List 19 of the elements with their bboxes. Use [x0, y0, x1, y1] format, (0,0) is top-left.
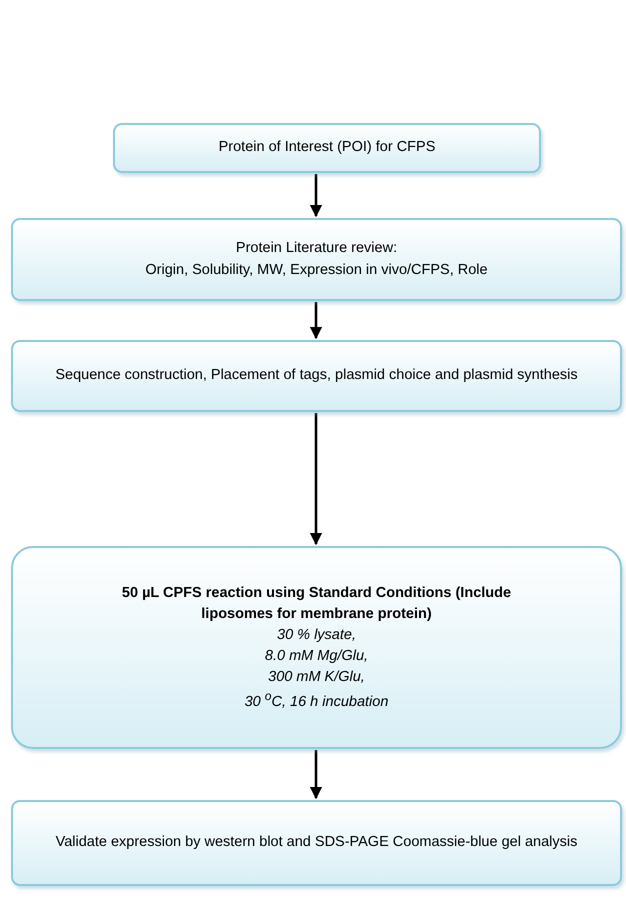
arrow: [310, 174, 322, 218]
condition-text: 8.0 mM Mg/Glu,: [264, 646, 368, 666]
arrow: [310, 750, 322, 800]
arrow: [310, 302, 322, 340]
step-heading: 50 µL CPFS reaction using Standard Conditions (Include liposomes for membrane protein): [120, 584, 512, 624]
arrow: [310, 413, 322, 546]
condition-text: 30 $^{o}$C, 16 h incubation: [244, 688, 388, 712]
process-box: [11, 800, 622, 886]
step-text: Validate expression by western blot and SDS-PAGE Coomassie-blue gel analysis: [56, 833, 578, 852]
condition-text: 30 % lysate,: [277, 626, 356, 645]
process-box: [11, 218, 622, 301]
step-text: Sequence construction, Placement of tags, plasmid choice and plasmid synthesis: [55, 366, 578, 386]
step-text: Origin, Solubility, MW, Expression in vivo/CFPS, Role: [145, 260, 488, 280]
condition-text: 300 mM K/Glu,: [268, 668, 365, 687]
process-box: [113, 123, 541, 173]
process-box: [11, 546, 622, 749]
step-text: Protein of Interest (POI) for CFPS: [218, 138, 436, 158]
step-text: Protein Literature review:: [236, 239, 398, 258]
process-box: [11, 340, 622, 412]
